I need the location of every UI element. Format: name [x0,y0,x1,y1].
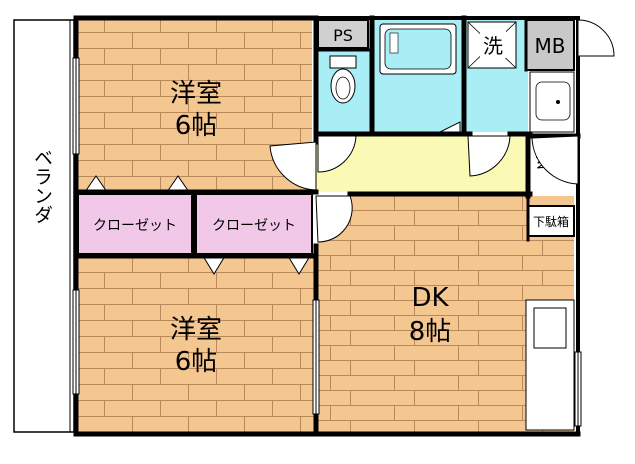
veranda [13,19,75,433]
western-room-bottom [78,258,314,432]
windows [72,57,582,427]
dk-size: 8帖 [409,317,452,347]
western-top-name: 洋室 [170,79,222,109]
mb-label: MB [535,34,566,58]
sliding-door [312,299,320,415]
ps-label: PS [333,26,353,45]
western-bottom-size: 6帖 [175,347,218,377]
closet-right-label: クローゼット [212,218,296,234]
sink-icon [529,71,575,133]
washer-box: 洗 [467,21,517,69]
western-room-top [78,20,312,192]
door-swings [269,19,615,243]
shoe-box-label: 下駄箱 [533,214,569,229]
veranda-label: ベランダ [31,148,53,224]
western-bottom-name: 洋室 [170,315,222,345]
closet-right [195,193,313,255]
bathtub-icon [379,23,457,75]
toilet-icon [329,55,357,104]
closet-left-label: クローゼット [93,218,177,234]
kitchen-counter [525,299,575,431]
western-top-size: 6帖 [175,111,218,141]
wash-label: 洗 [483,34,503,58]
dk-name: DK [411,283,449,313]
